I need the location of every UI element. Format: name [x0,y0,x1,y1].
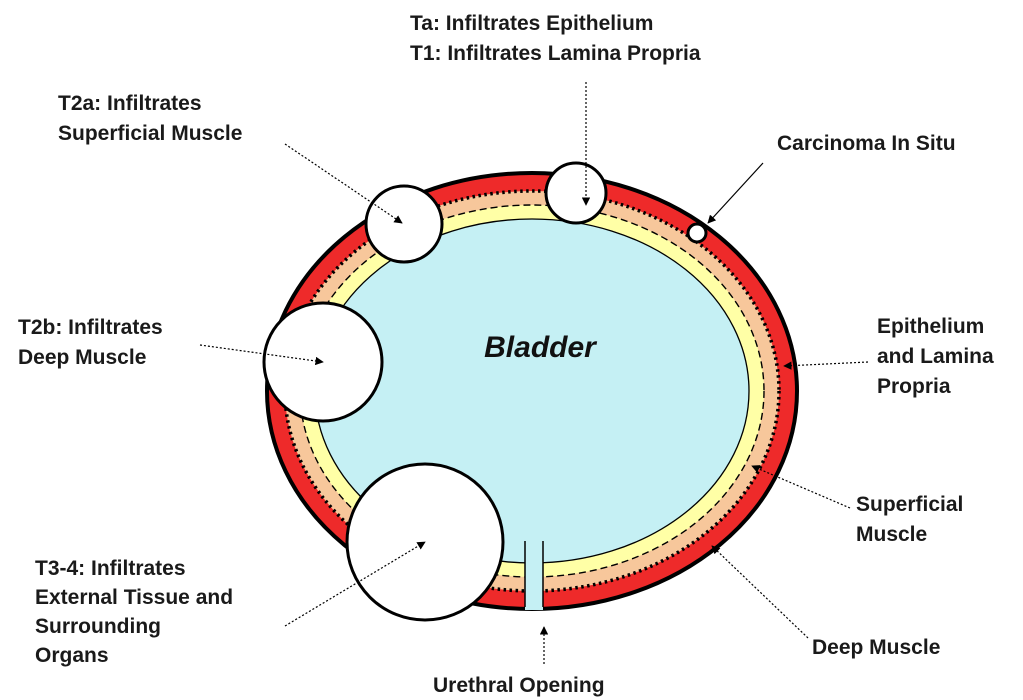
tumor-t3-4 [347,464,503,620]
label-t3-4: T3-4: Infiltrates External Tissue and Su… [35,557,239,667]
urethral-channel [525,540,543,610]
label-deep-muscle: Deep Muscle [812,636,940,659]
label-superficial-muscle: Superficial Muscle [856,493,969,546]
label-urethral-opening: Urethral Opening [433,674,605,697]
label-cis: Carcinoma In Situ [777,132,956,155]
tumor-cis [688,224,706,242]
label-ta-t1: Ta: Infiltrates Epithelium T1: Infiltrat… [410,12,701,65]
deep-muscle-pointer [712,546,808,638]
bladder-label: Bladder [484,331,598,364]
label-t2a: T2a: Infiltrates Superficial Muscle [58,92,242,145]
label-t2b: T2b: Infiltrates Deep Muscle [18,316,169,369]
label-epithelium-lamina: Epithelium and Lamina Propria [877,315,1000,398]
tumor-t2a [366,186,442,262]
tumor-ta-t1 [546,163,606,223]
cis-pointer [708,163,763,223]
